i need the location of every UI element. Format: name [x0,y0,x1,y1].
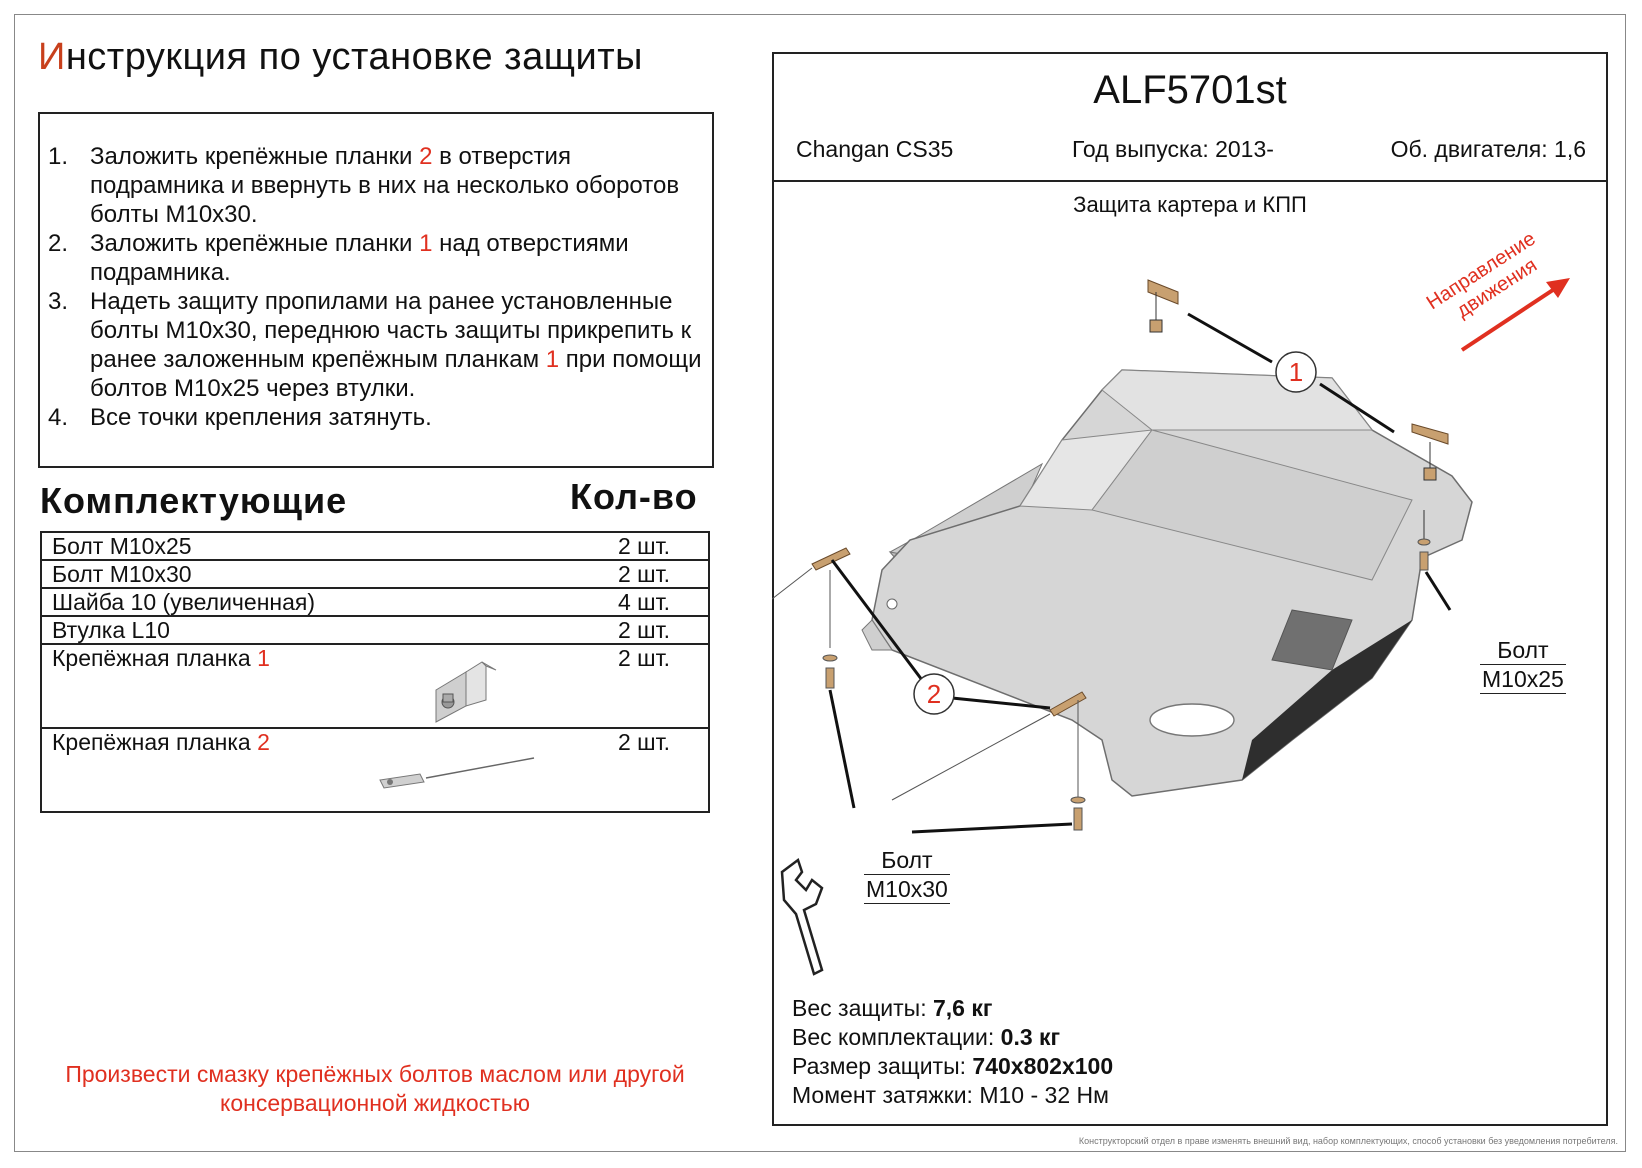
component-qty: 2 шт. [618,727,710,813]
instruction-text: в отверстия подрамника и ввернуть в них … [90,143,680,228]
component-name: Болт М10х30 [40,559,618,589]
callout-2-circle [913,673,955,715]
table-row: Шайба 10 (увеличенная) 4 шт. [40,587,710,617]
spec-value: М10 - 32 Нм [979,1082,1109,1108]
model-year: Год выпуска: 2013- [1072,136,1274,162]
component-part-number: 1 [257,645,270,671]
components-table: Болт М10х25 2 шт. Болт М10х30 2 шт. Шайба … [40,531,710,813]
instruction-part-ref: 2 [419,143,433,170]
lubrication-note: Произвести смазку крепёжных болтов масло… [65,1061,685,1116]
spec-weight: Вес защиты: 7,6 кг [792,994,1113,1023]
bolt-m10x25-label-line1: Болт [1480,636,1566,665]
bracket-1-icon [435,661,497,723]
instruction-item: 2. Заложить крепёжные планки 1 над отверс… [48,229,702,287]
component-name-text: Крепёжная планка [52,645,258,671]
bolt-m10x30-label-line1: Болт [864,846,950,875]
instruction-text: Все точки крепления затянуть. [90,404,432,431]
instruction-text: Заложить крепёжные планки [90,143,420,170]
bracket-2-icon [379,757,535,789]
table-row: Втулка L10 2 шт. [40,615,710,645]
component-name-text: Болт М10х25 [52,533,192,559]
instruction-part-ref: 1 [545,346,560,373]
table-row: Болт М10х30 2 шт. [40,559,710,589]
instruction-text: над отверстиями подрамника. [90,230,629,286]
callout-2-label: 2 [927,679,941,709]
component-qty: 2 шт. [618,615,710,645]
bracket-2-left [772,547,851,600]
instruction-item: 3. Надеть защиту пропилами на ранее устан… [48,287,702,403]
component-qty: 2 шт. [618,643,710,729]
component-name-text: Болт М10х30 [52,561,192,587]
product-code: ALF5701st [1093,68,1287,112]
spec-torque: Момент затяжки: М10 - 32 Нм [792,1081,1113,1110]
callout-1-label: 1 [1289,357,1303,387]
component-qty: 2 шт. [618,531,710,561]
component-name: Втулка L10 [40,615,618,645]
quantity-heading: Кол-во [570,476,698,517]
title-first-letter: И [38,36,66,78]
component-name: Крепёжная планка 1 [40,643,618,729]
bolt-m10x30-left [822,570,856,809]
instruction-text: Заложить крепёжные планки [90,230,420,257]
spec-kit-weight: Вес комплектации: 0.3 кг [792,1023,1113,1052]
instructions-box: 1. Заложить крепёжные планки 2 в отверсти… [38,112,714,468]
component-name-text: Шайба 10 (увеличенная) [52,589,316,615]
spec-value: 0.3 кг [1000,1024,1061,1050]
instruction-text: при помощи болтов М10х25 через втулки. [90,346,702,402]
callout-1-circle [1275,351,1317,393]
engine-volume: Об. двигателя: 1,6 [1390,136,1586,162]
instruction-number: 2. [48,230,69,257]
installation-diagram: Направление движения 1 [772,228,1570,976]
page-frame [14,14,1626,1152]
bracket-1-front-left [1147,279,1179,333]
specifications: Вес защиты: 7,6 кг Вес комплектации: 0.3… [792,994,1113,1110]
component-qty: 4 шт. [618,587,710,617]
spec-label: Вес комплектации: [792,1024,1001,1050]
components-heading: Комплектующие [40,480,348,521]
footer-disclaimer: Конструкторский отдел в праве изменять в… [1078,1136,1618,1146]
table-row: Болт М10х25 2 шт. [40,531,710,561]
component-name: Болт М10х25 [40,531,618,561]
component-name: Крепёжная планка 2 [40,727,618,813]
spec-value: 740x802x100 [972,1053,1114,1079]
component-qty: 2 шт. [618,559,710,589]
skid-plate [861,369,1473,797]
wrench-icon [780,857,824,976]
component-name-text: Втулка L10 [52,617,170,643]
spec-label: Размер защиты: [792,1053,973,1079]
page-title: Инструкция по установке защиты [38,36,643,79]
component-part-number: 2 [257,729,270,755]
instruction-part-ref: 1 [419,230,433,257]
instruction-item: 4. Все точки крепления затянуть. [48,403,702,432]
component-name-text: Крепёжная планка [52,729,258,755]
product-panel: ALF5701st Changan CS35 Год выпуска: 2013… [772,52,1608,1126]
bolt-m10x30-right [911,700,1086,834]
product-subtitle: Защита картера и КПП [1073,192,1307,217]
bolt-m10x30-label: Болт М10х30 [864,846,950,904]
instruction-text: Надеть защиту пропилами на ранее установ… [90,288,692,373]
spec-label: Вес защиты: [792,995,933,1021]
instruction-item: 1. Заложить крепёжные планки 2 в отверсти… [48,142,702,229]
instructions-list: 1. Заложить крепёжные планки 2 в отверсти… [48,142,702,432]
spec-value: 7,6 кг [932,995,993,1021]
divider [774,180,1606,182]
bracket-2-right [891,691,1087,801]
instruction-number: 3. [48,288,69,315]
title-rest: нструкция по установке защиты [65,36,643,78]
component-name: Шайба 10 (увеличенная) [40,587,618,617]
spec-label: Момент затяжки: [792,1082,980,1108]
bracket-1-front-right [1411,423,1449,481]
spec-size: Размер защиты: 740x802x100 [792,1052,1113,1081]
bolt-m10x30-label-line2: М10х30 [864,876,950,904]
instruction-number: 1. [48,143,69,170]
bolt-m10x25-label-line2: М10х25 [1480,666,1566,694]
direction-arrow: Направление движения [1423,228,1570,352]
instruction-number: 4. [48,404,69,431]
bolt-m10x25 [1417,510,1452,611]
car-model: Changan CS35 [796,136,954,162]
bolt-m10x25-label: Болт М10х25 [1480,636,1566,694]
